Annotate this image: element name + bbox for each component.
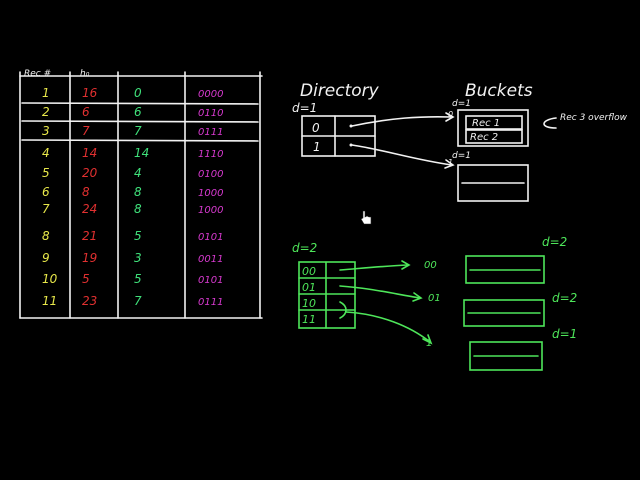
- table-cell-hval: 14: [82, 146, 97, 160]
- table-cell-h: 8: [134, 202, 142, 216]
- table-row-separator: [21, 120, 259, 123]
- directory-entry: 11: [302, 313, 316, 326]
- arrow-head: [422, 334, 433, 345]
- table-cell-hval: 16: [82, 86, 98, 100]
- bucket-depth-label: d=2: [542, 235, 567, 249]
- table-row-separator: [21, 139, 259, 142]
- hand-pointer-icon: [360, 210, 372, 225]
- bucket-box: [463, 299, 545, 327]
- table-cell-rec: 10: [42, 272, 58, 286]
- directory-entry: 01: [302, 281, 316, 294]
- table-cell-hval: 20: [82, 166, 98, 180]
- pointer-curve: [339, 301, 347, 319]
- table-cell-rec: 1: [42, 86, 50, 100]
- table-cell-bits: 1000: [198, 188, 223, 199]
- table-cell-rec: 5: [42, 166, 50, 180]
- table-cell-rec: 4: [42, 146, 50, 160]
- bucket-depth-label: d=1: [452, 99, 471, 109]
- table-cell-hval: 6: [82, 105, 90, 119]
- table-cell-h: 7: [134, 294, 142, 308]
- bucket-record-slot: [465, 115, 523, 130]
- bucket-box: [469, 341, 543, 371]
- table-cell-rec: 2: [42, 105, 50, 119]
- bucket-record: Rec 1: [472, 118, 500, 129]
- pointer-arrow: [345, 311, 431, 343]
- table-cell-h: 5: [134, 272, 142, 286]
- pointer-arrow: [351, 115, 453, 127]
- table-cell-bits: 0111: [198, 297, 223, 308]
- table-cell-hval: 5: [82, 272, 90, 286]
- table-cell-h: 7: [134, 124, 142, 138]
- global-depth-label: d=2: [292, 241, 317, 255]
- global-depth-label: d=1: [292, 101, 317, 115]
- bucket-pointer-label: 1: [426, 338, 432, 349]
- directory-depth-1-diagram: Directory Buckets d=1 0 1 0 1 d=1 Rec 1 …: [292, 81, 628, 202]
- bucket-record: Rec 2: [470, 132, 498, 143]
- table-cell-rec: 3: [42, 124, 50, 138]
- bucket-depth-label: d=1: [552, 327, 577, 341]
- pointer-arrow: [339, 264, 409, 271]
- bucket-0-box: [457, 109, 529, 147]
- table-cell-h: 4: [134, 166, 142, 180]
- table-header-hash: h₀: [80, 69, 90, 79]
- table-cell-rec: 7: [42, 202, 50, 216]
- arrow-head: [444, 159, 455, 169]
- table-cell-h: 0: [134, 86, 142, 100]
- table-cell-rec: 8: [42, 229, 50, 243]
- table-cell-h: 6: [134, 105, 142, 119]
- directory-label: Directory: [300, 81, 380, 101]
- bucket-1-box: [457, 164, 529, 202]
- table-cell-hval: 23: [82, 294, 97, 308]
- arrow-head: [401, 260, 411, 270]
- pointer-label: 0: [448, 110, 453, 119]
- table-cell-rec: 11: [42, 294, 57, 308]
- pointer-label: 1: [448, 158, 453, 167]
- bucket-depth-label: d=2: [552, 291, 577, 305]
- overflow-note: Rec 3 overflow: [560, 113, 628, 123]
- directory-entry: 1: [313, 140, 321, 154]
- table-cell-h: 8: [134, 185, 142, 199]
- directory-depth-2-diagram: d=2 00 01 10 11 00 01 1 d=2 d=2 d=1: [292, 235, 577, 371]
- table-cell-bits: 0101: [198, 232, 223, 243]
- bucket-record-slot: [465, 129, 523, 144]
- table-cell-hval: 8: [82, 185, 90, 199]
- table-cell-hval: 24: [82, 202, 97, 216]
- table-cell-bits: 0000: [198, 89, 223, 100]
- table-cell-h: 14: [134, 146, 149, 160]
- directory-box: [298, 261, 356, 329]
- table-cell-rec: 6: [42, 185, 50, 199]
- overflow-bracket: [543, 117, 557, 129]
- table-row-separator: [21, 102, 259, 105]
- table-cell-hval: 19: [82, 251, 97, 265]
- arrow-head: [412, 292, 423, 302]
- table-cell-bits: 1110: [198, 149, 223, 160]
- directory-entry: 00: [302, 265, 316, 278]
- table-cell-bits: 0111: [198, 127, 223, 138]
- table-cell-hval: 21: [82, 229, 97, 243]
- table-cell-rec: 9: [42, 251, 50, 265]
- table-cell-h: 3: [134, 251, 142, 265]
- table-cell-hval: 7: [82, 124, 90, 138]
- bucket-pointer-label: 01: [428, 293, 441, 304]
- table-cell-bits: 0100: [198, 169, 223, 180]
- table-cell-bits: 1000: [198, 205, 223, 216]
- pointer-arrow: [339, 285, 421, 299]
- table-cell-h: 5: [134, 229, 142, 243]
- table-cell-bits: 0101: [198, 275, 223, 286]
- buckets-label: Buckets: [465, 81, 533, 101]
- directory-entry: 0: [312, 121, 320, 135]
- table-cell-bits: 0110: [198, 108, 223, 119]
- bucket-pointer-label: 00: [424, 260, 437, 271]
- bucket-box: [465, 255, 545, 284]
- bucket-depth-label: d=1: [452, 151, 471, 161]
- directory-entry: 10: [302, 297, 316, 310]
- arrow-head: [445, 112, 455, 122]
- pointer-arrow: [351, 144, 453, 166]
- table-cell-bits: 0011: [198, 254, 223, 265]
- table-header-rec: Rec #: [24, 69, 51, 79]
